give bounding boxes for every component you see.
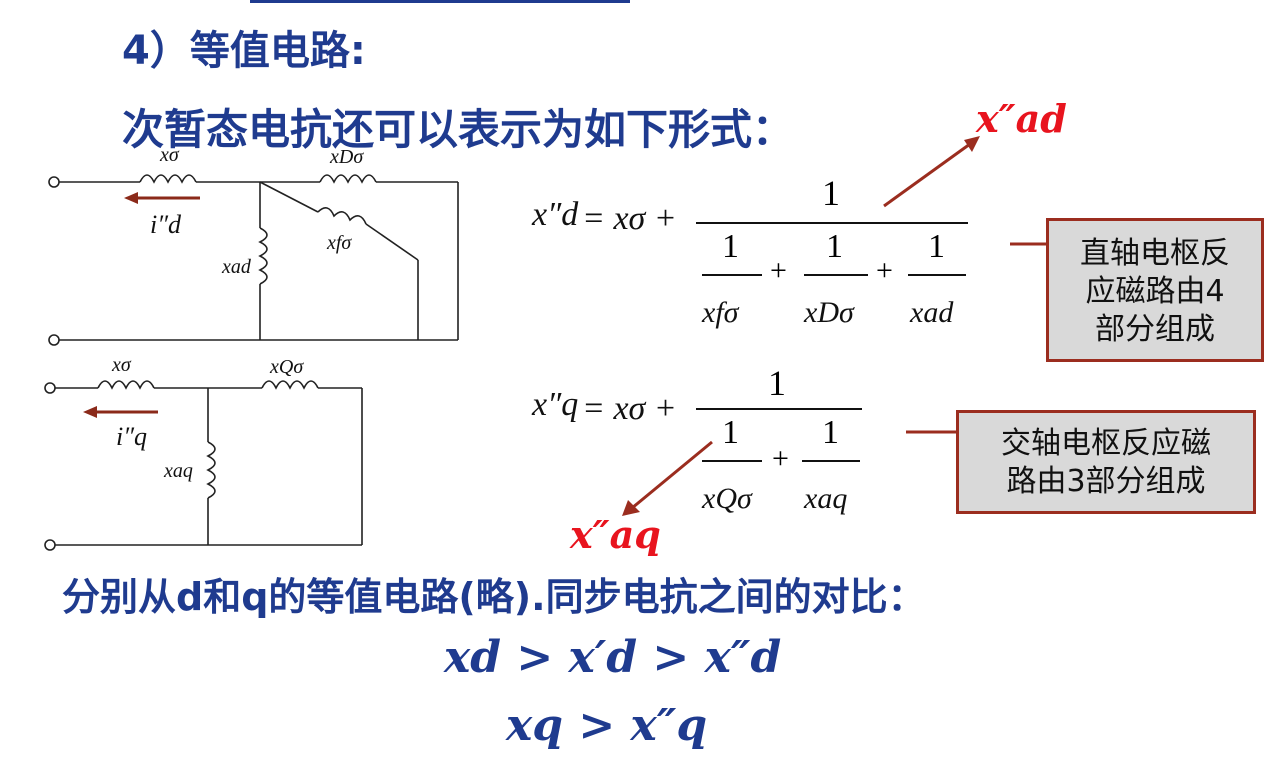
formula-q-numerator: 1 <box>768 363 786 403</box>
subheading: 次暂态电抗还可以表示为如下形式： <box>122 105 795 154</box>
section-heading: 4）等值电路: <box>122 28 366 74</box>
label-x-Q-sigma: xQσ <box>270 356 304 378</box>
label-x-sigma-d: xσ <box>160 144 179 166</box>
formula-q-term1-den: xQσ <box>702 482 752 515</box>
formula-d-term2-den: xDσ <box>804 296 854 329</box>
label-current-q: i″q <box>116 422 148 451</box>
label-x-aq-double-prime: x″aq <box>570 512 661 557</box>
formula-d-term3-den: xad <box>910 296 954 329</box>
formula-d-eq: = xσ + <box>582 200 677 237</box>
formula-q-term2-line <box>802 460 860 462</box>
q-axis-note-line: 交轴电枢反应磁 <box>1001 426 1211 461</box>
top-decoration-line <box>250 0 630 3</box>
inequality-d: xd > x′d > x″d <box>444 632 782 683</box>
label-current-d: i″d <box>150 210 182 239</box>
d-axis-note-line: 应磁路由4 <box>1085 274 1225 309</box>
formula-q-term2-den: xaq <box>804 482 848 515</box>
formula-q-term1-line <box>702 460 762 462</box>
formula-q-eq: = xσ + <box>582 390 677 427</box>
formula-d-term2-line <box>804 274 868 276</box>
formula-d-term3-line <box>908 274 966 276</box>
inequality-q: xq > x″q <box>506 700 708 751</box>
q-axis-note-box: 交轴电枢反应磁 路由3部分组成 <box>956 410 1256 514</box>
q-axis-note-line: 路由3部分组成 <box>1006 464 1206 499</box>
label-x-sigma-q: xσ <box>112 354 131 376</box>
formula-d-term1-den: xfσ <box>702 296 739 329</box>
d-axis-note-line: 直轴电枢反 <box>1080 236 1230 271</box>
formula-d-plus2: + <box>876 254 893 287</box>
formula-d-term2-num: 1 <box>826 228 843 265</box>
formula-q-main-fraction-line <box>696 408 862 410</box>
formula-d-lhs: x″d <box>532 196 579 233</box>
formula-q-term1-num: 1 <box>722 414 739 451</box>
label-x-ad: xad <box>222 256 251 278</box>
formula-d-term1-num: 1 <box>722 228 739 265</box>
equivalent-circuit-diagram <box>44 174 459 551</box>
d-axis-note-box: 直轴电枢反 应磁路由4 部分组成 <box>1046 218 1264 362</box>
formula-d-numerator: 1 <box>822 173 840 213</box>
label-x-ad-double-prime: x″ad <box>976 96 1067 141</box>
formula-q-lhs: x″q <box>532 386 579 423</box>
d-axis-note-line: 部分组成 <box>1095 312 1215 347</box>
formula-d-plus1: + <box>770 254 787 287</box>
label-x-D-sigma: xDσ <box>330 146 364 168</box>
formula-d-main-fraction-line <box>696 222 968 224</box>
formula-q-term2-num: 1 <box>822 414 839 451</box>
formula-q-plus: + <box>772 442 789 475</box>
formula-d-term3-num: 1 <box>928 228 945 265</box>
formula-d-term1-line <box>702 274 762 276</box>
comparison-title: 分别从d和q的等值电路(略).同步电抗之间的对比： <box>62 575 926 619</box>
label-x-f-sigma: xfσ <box>327 232 352 254</box>
label-x-aq: xaq <box>164 460 193 482</box>
